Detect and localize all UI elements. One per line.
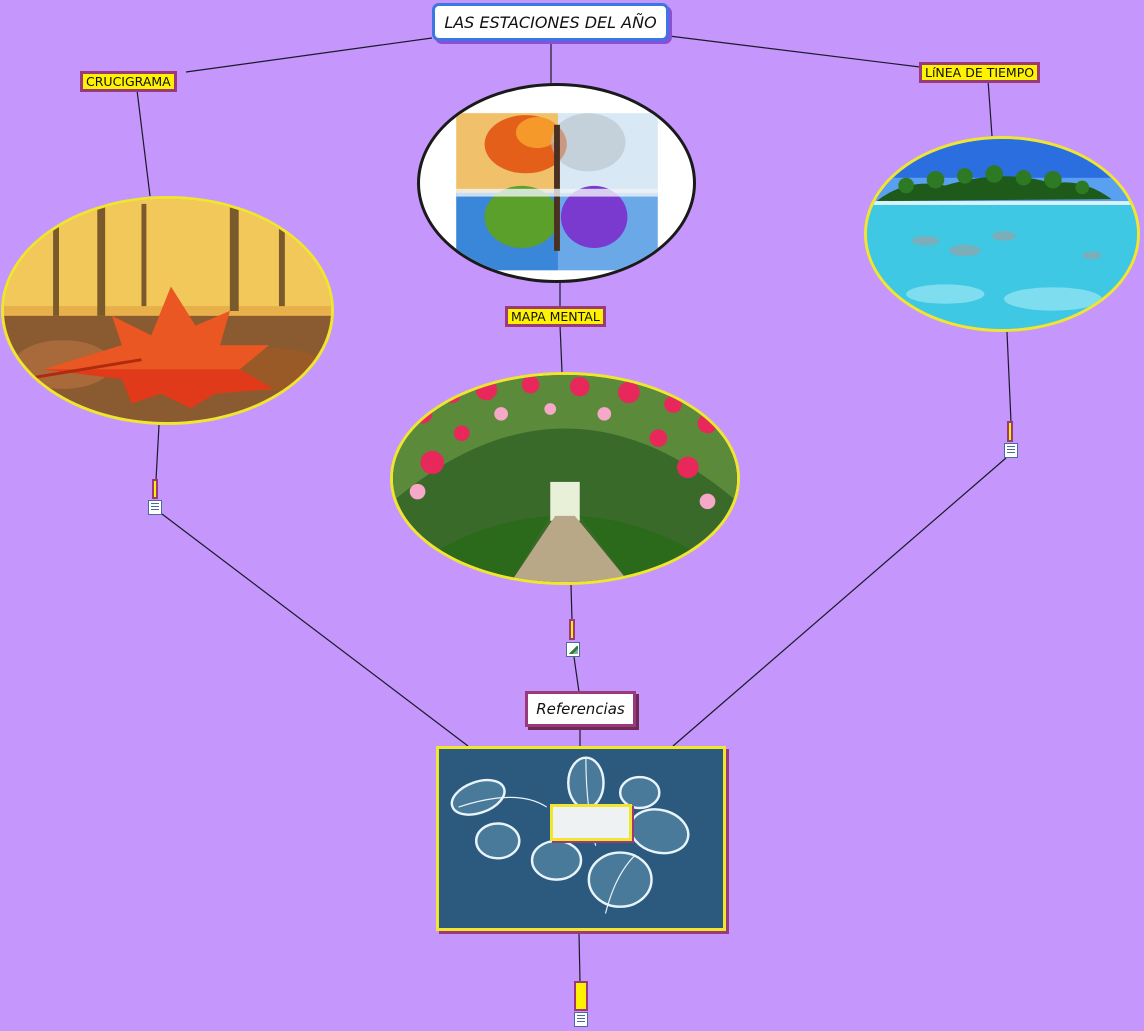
document-icon[interactable]	[1004, 443, 1018, 458]
flower-arch-image[interactable]	[390, 372, 740, 585]
map-title[interactable]: LAS ESTACIONES DEL AÑO	[432, 3, 669, 41]
image-icon[interactable]	[566, 642, 580, 657]
crossword-link-marker	[152, 479, 158, 499]
references-box[interactable]: Referencias	[525, 691, 636, 727]
mindmap-link-marker	[569, 619, 575, 640]
frost-link-marker	[574, 981, 588, 1011]
tropical-island-image[interactable]	[864, 136, 1140, 332]
four-seasons-tree-image[interactable]	[417, 83, 696, 283]
document-icon[interactable]	[148, 500, 162, 515]
timeline-label[interactable]: LíNEA DE TIEMPO	[919, 62, 1041, 83]
document-icon[interactable]	[574, 1012, 588, 1027]
mindmap-label[interactable]: MAPA MENTAL	[505, 306, 606, 327]
empty-text-box[interactable]	[550, 804, 632, 841]
autumn-leaf-image[interactable]	[1, 196, 334, 425]
crossword-label[interactable]: CRUCIGRAMA	[80, 71, 177, 92]
timeline-link-marker	[1007, 421, 1013, 442]
